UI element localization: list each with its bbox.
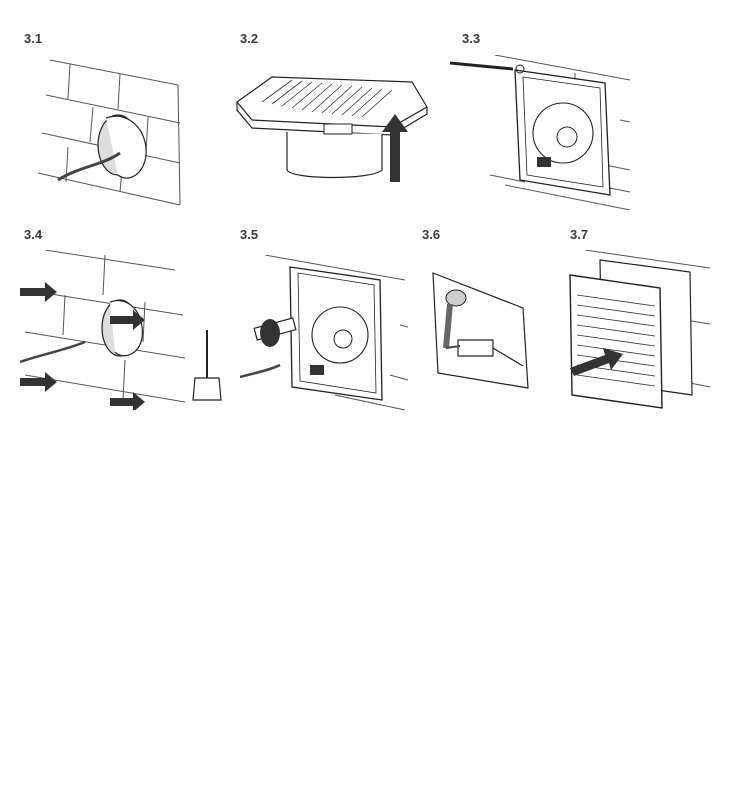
step-label-3-4: 3.4	[24, 227, 43, 242]
step-label-3-3: 3.3	[462, 31, 481, 46]
step-label-3-2: 3.2	[240, 31, 259, 46]
step-label-3-7: 3.7	[570, 227, 589, 242]
step-label-3-6: 3.6	[422, 227, 441, 242]
wall-duct-cable-icon	[28, 55, 188, 220]
screw-mount-icon	[240, 255, 410, 415]
fan-housing-icon	[232, 62, 432, 187]
wall-plugs-drill-icon	[15, 250, 240, 410]
screwdriver-pry-icon	[445, 55, 635, 210]
step-label-3-1: 3.1	[24, 31, 43, 46]
wiring-terminal-icon	[428, 268, 538, 398]
front-grille-icon	[565, 250, 715, 415]
step-label-3-5: 3.5	[240, 227, 259, 242]
